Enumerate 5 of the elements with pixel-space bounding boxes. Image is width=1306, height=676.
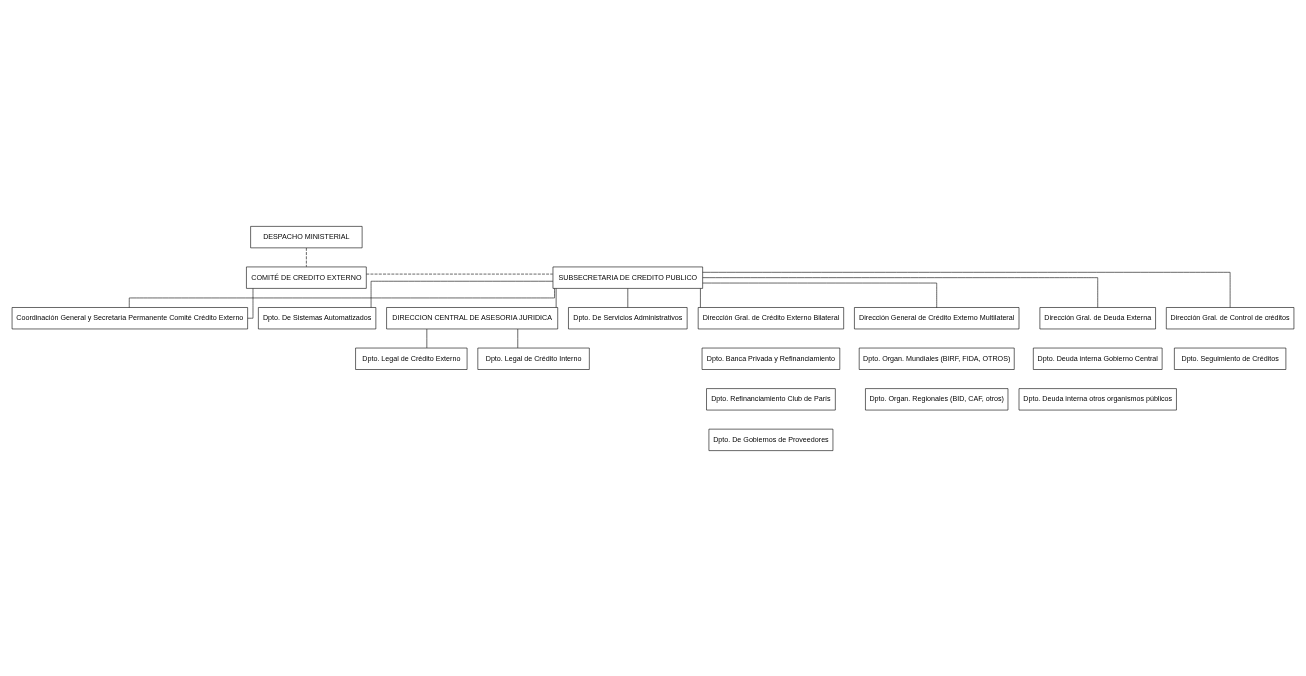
connector	[555, 287, 557, 308]
connector	[128, 287, 555, 308]
connector	[702, 276, 1099, 308]
connector	[702, 282, 937, 308]
connector	[700, 287, 701, 308]
